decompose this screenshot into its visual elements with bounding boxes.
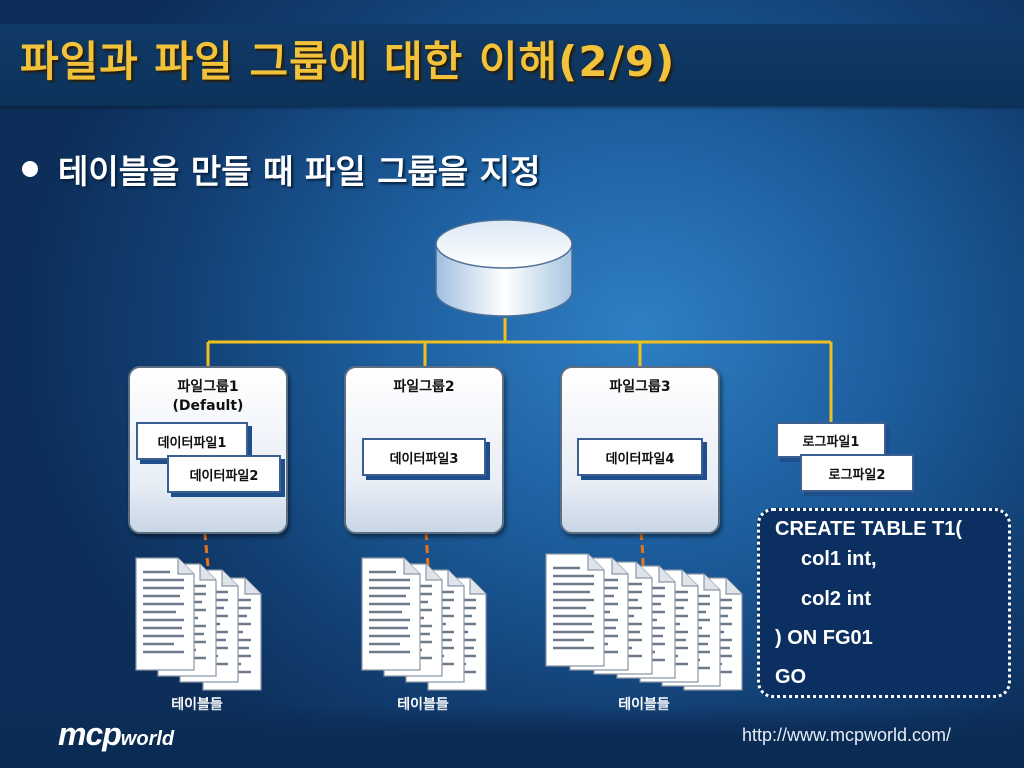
logfile-1: 로그파일1	[776, 422, 886, 458]
connector-lines	[206, 318, 833, 426]
document-stack-icon	[360, 556, 488, 692]
title-bar	[0, 24, 1024, 106]
filegroup-3-name: 파일그룹3	[609, 379, 671, 395]
sql-line-5: GO	[775, 666, 807, 688]
sql-line-3: col2 int	[801, 588, 872, 610]
document-stack-icon	[134, 556, 263, 692]
filegroup-1-default-label: (Default)	[172, 398, 244, 414]
logo-main-text: mcp	[58, 716, 122, 752]
bullet-dot-icon	[22, 161, 38, 177]
document-stack-icon	[544, 552, 744, 692]
sql-line-4: ) ON FG01	[775, 627, 873, 649]
sql-line-1: CREATE TABLE T1(	[775, 518, 963, 540]
bullet-text: 테이블을 만들 때 파일 그룹을 지정	[58, 152, 541, 191]
footer-url: http://www.mcpworld.com/	[742, 725, 952, 745]
logfile-2: 로그파일2	[800, 454, 914, 492]
logo-sub-text: world	[120, 728, 175, 750]
sql-code-box	[757, 508, 1011, 698]
database-cylinder-icon	[435, 219, 573, 317]
bullet-item: 테이블을 만들 때 파일 그룹을 지정	[22, 145, 540, 193]
datafile-1: 데이터파일1	[136, 422, 248, 460]
datafile-2: 데이터파일2	[167, 455, 281, 493]
datafile-3: 데이터파일3	[362, 438, 486, 476]
filegroup-1-name: 파일그룹1	[177, 379, 239, 395]
mcpworld-logo: mcpworld	[58, 716, 174, 753]
slide-title: 파일과 파일 그룹에 대한 이해(2/9)	[20, 37, 676, 86]
sql-line-2: col1 int,	[801, 548, 877, 570]
filegroup-2-name: 파일그룹2	[393, 379, 455, 395]
datafile-4: 데이터파일4	[577, 438, 703, 476]
footer-bar	[0, 705, 1024, 768]
